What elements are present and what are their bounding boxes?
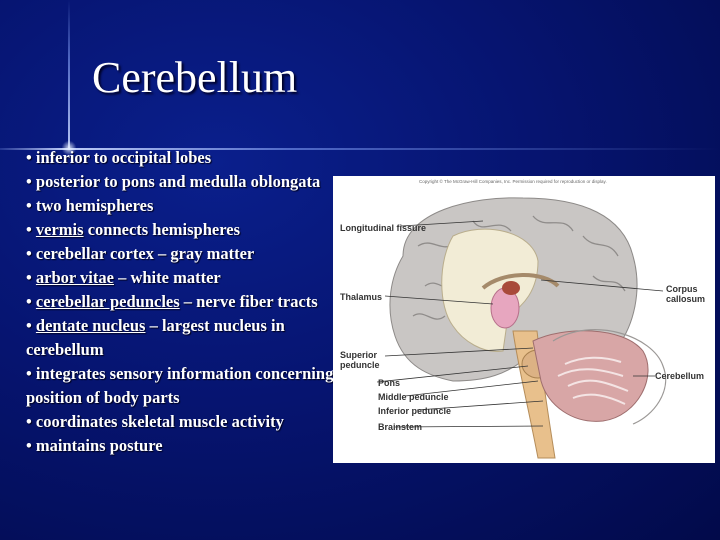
bullet-text: •	[26, 292, 36, 311]
decorative-glow	[62, 140, 76, 156]
decorative-horizontal-line	[0, 148, 720, 150]
label-pons: Pons	[378, 378, 401, 388]
label-cerebellum: Cerebellum	[655, 371, 705, 381]
bullet-item: • dentate nucleus – largest nucleus in c…	[26, 314, 346, 362]
label-longitudinal-fissure: Longitudinal fissure	[340, 223, 427, 233]
bullet-text: – nerve fiber tracts	[179, 292, 318, 311]
arbor-vitae	[557, 356, 629, 405]
slide-title: Cerebellum	[92, 53, 298, 102]
label-middle-peduncle: Middle peduncle	[378, 392, 449, 402]
label-brainstem: Brainstem	[378, 422, 423, 432]
bullet-item: • coordinates skeletal muscle activity	[26, 410, 346, 434]
decorative-vertical-line	[68, 0, 70, 150]
bullet-text: •	[26, 316, 36, 335]
bullet-item: • posterior to pons and medulla oblongat…	[26, 170, 346, 194]
bullet-item: • cerebellar cortex – gray matter	[26, 242, 346, 266]
bullet-item: • vermis connects hemispheres	[26, 218, 346, 242]
cerebellum	[532, 330, 649, 422]
bullet-text: • two hemispheres	[26, 196, 154, 215]
label-superior-peduncle: Superior peduncle	[340, 350, 380, 370]
bullet-text: connects hemispheres	[83, 220, 240, 239]
bullet-text: – white matter	[113, 268, 221, 287]
brain-figure: Copyright © The McGraw-Hill Companies, I…	[333, 176, 715, 463]
label-thalamus: Thalamus	[340, 292, 383, 302]
corpus-callosum	[481, 273, 560, 290]
bullet-text: • maintains posture	[26, 436, 163, 455]
bullet-term: dentate nucleus	[35, 316, 146, 335]
figure-copyright: Copyright © The McGraw-Hill Companies, I…	[419, 179, 607, 184]
bullet-text: •	[26, 220, 36, 239]
bullet-text: • posterior to pons and medulla oblongat…	[26, 172, 321, 191]
bullet-term: cerebellar peduncles	[35, 292, 180, 311]
bullet-list: • inferior to occipital lobes • posterior…	[26, 146, 346, 458]
bullet-text: • coordinates skeletal muscle activity	[26, 412, 284, 431]
bullet-text: • cerebellar cortex – gray matter	[26, 244, 255, 263]
bullet-item: • arbor vitae – white matter	[26, 266, 346, 290]
brain-illustration	[376, 197, 667, 459]
bullet-text: • inferior to occipital lobes	[26, 148, 212, 167]
bullet-term: arbor vitae	[35, 268, 114, 287]
bullet-term: vermis	[35, 220, 84, 239]
bullet-item: • two hemispheres	[26, 194, 346, 218]
label-corpus-callosum: Corpus callosum	[666, 284, 706, 304]
label-inferior-peduncle: Inferior peduncle	[378, 406, 452, 416]
bullet-item: • inferior to occipital lobes	[26, 146, 346, 170]
bullet-text: •	[26, 268, 36, 287]
bullet-item: • integrates sensory information concern…	[26, 362, 346, 410]
bullet-text: • integrates sensory information concern…	[26, 364, 334, 407]
bullet-item: • cerebellar peduncles – nerve fiber tra…	[26, 290, 346, 314]
bullet-item: • maintains posture	[26, 434, 346, 458]
bullet-text: – largest nucleus in cerebellum	[26, 316, 285, 359]
